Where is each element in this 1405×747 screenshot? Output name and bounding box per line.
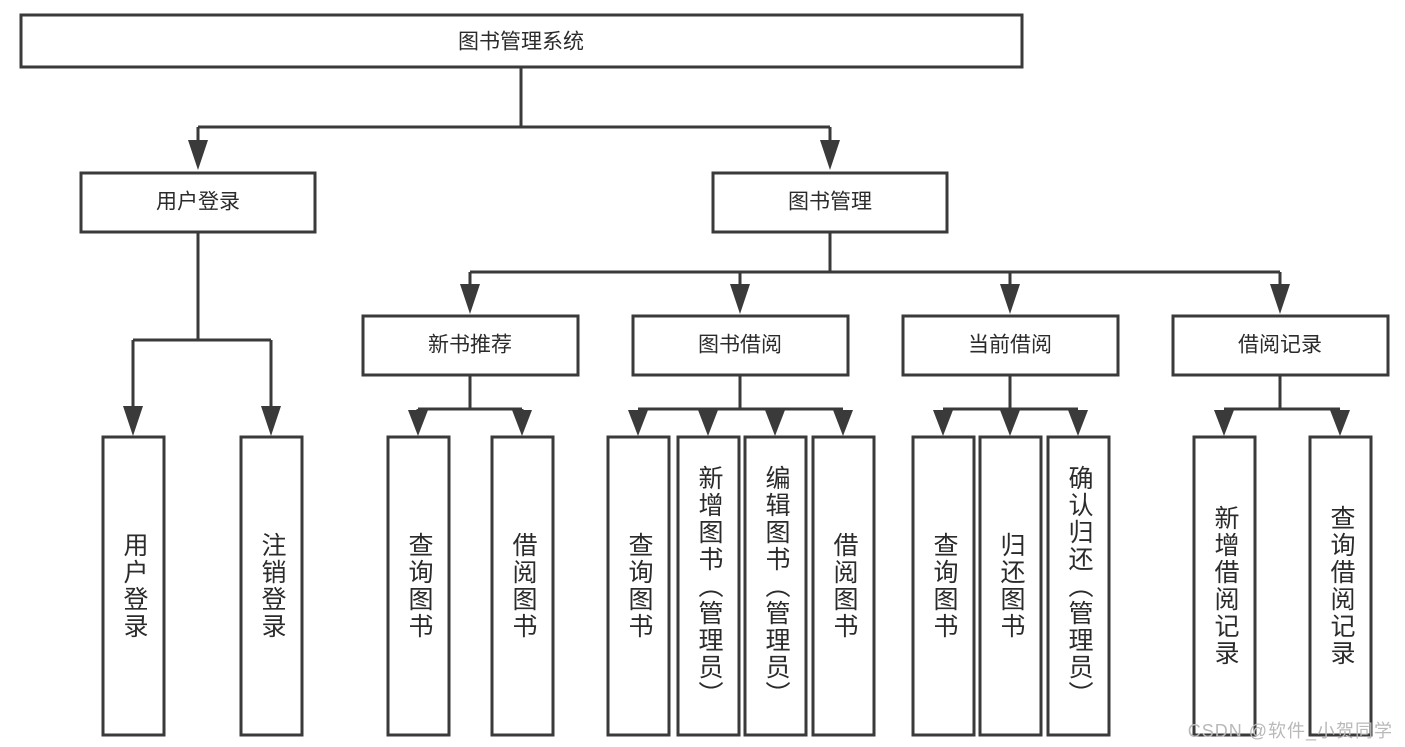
leaf-box-new-book-2[interactable] [490, 435, 555, 737]
node-user-login-label: 用户登录 [156, 191, 240, 214]
connector-group-book-borrow [628, 375, 853, 436]
node-book-borrow-box[interactable] [631, 314, 850, 377]
arrow-head-leaf-nb-2 [512, 410, 532, 436]
node-current-borrow-box[interactable] [901, 314, 1120, 377]
node-borrow-record-box[interactable] [1171, 314, 1390, 377]
arrow-head-leaf-bb-2 [698, 410, 718, 436]
arrow-head-leaf-br-2 [1330, 410, 1350, 436]
arrow-head-leaf-user-login-1 [123, 406, 143, 436]
arrow-head-leaf-br-1 [1214, 410, 1234, 436]
leaf-box-current-borrow-1[interactable] [911, 435, 976, 737]
connector-group-new-book [408, 375, 532, 436]
arrow-head-leaf-bb-3 [765, 410, 785, 436]
node-root-box[interactable] [19, 13, 1024, 69]
leaf-box-new-book-1[interactable] [386, 435, 451, 737]
node-current-borrow[interactable]: 当前借阅 [901, 314, 1120, 377]
node-user-login-box[interactable] [79, 171, 317, 234]
arrow-head-leaf-bb-1 [628, 410, 648, 436]
leaf-box-user-login-2[interactable] [239, 435, 304, 737]
leaf-box-borrow-record-1[interactable] [1192, 435, 1257, 737]
arrow-head-leaf-bb-4 [833, 410, 853, 436]
node-user-login[interactable]: 用户登录 [79, 171, 317, 234]
leaf-box-book-borrow-4[interactable] [811, 435, 876, 737]
leaf-box-current-borrow-2[interactable] [978, 435, 1043, 737]
connector-group-current-borrow [933, 375, 1088, 436]
node-new-book-recommend[interactable]: 新书推荐 [361, 314, 580, 377]
arrow-head-book-manage [820, 140, 840, 170]
connector-group-book-manage [460, 232, 1290, 314]
node-root[interactable]: 图书管理系统 [19, 13, 1024, 69]
leaf-box-book-borrow-1[interactable] [606, 435, 671, 737]
leaf-box-current-borrow-3[interactable] [1046, 435, 1111, 737]
arrow-head-borrow-record [1270, 284, 1290, 314]
node-root-label: 图书管理系统 [458, 31, 584, 54]
leaf-box-book-borrow-3[interactable] [743, 435, 808, 737]
node-current-borrow-label: 当前借阅 [968, 334, 1052, 357]
csdn-watermark: CSDN @软件_小贺同学 [1187, 721, 1393, 741]
connector-group-root [188, 67, 840, 170]
arrow-head-leaf-nb-1 [408, 410, 428, 436]
node-new-book-recommend-box[interactable] [361, 314, 580, 377]
arrow-head-leaf-cb-3 [1068, 410, 1088, 436]
arrow-head-leaf-cb-2 [1000, 410, 1020, 436]
node-book-manage[interactable]: 图书管理 [711, 171, 949, 234]
node-book-borrow[interactable]: 图书借阅 [631, 314, 850, 377]
connector-group-borrow-record [1214, 375, 1350, 436]
connector-group-user-login [123, 232, 281, 436]
node-book-manage-label: 图书管理 [788, 191, 872, 214]
leaf-box-book-borrow-2[interactable] [676, 435, 741, 737]
arrow-head-leaf-cb-1 [933, 410, 953, 436]
arrow-head-leaf-user-login-2 [261, 406, 281, 436]
node-borrow-record[interactable]: 借阅记录 [1171, 314, 1390, 377]
arrow-head-book-borrow [730, 284, 750, 314]
node-book-borrow-label: 图书借阅 [698, 334, 782, 357]
node-borrow-record-label: 借阅记录 [1238, 334, 1322, 357]
node-book-manage-box[interactable] [711, 171, 949, 234]
arrow-head-current-borrow [1000, 284, 1020, 314]
leaf-box-borrow-record-2[interactable] [1308, 435, 1373, 737]
leaf-box-user-login-1[interactable] [101, 435, 166, 737]
node-new-book-recommend-label: 新书推荐 [428, 334, 512, 357]
arrow-head-user-login [188, 140, 208, 170]
arrow-head-new-book [460, 284, 480, 314]
